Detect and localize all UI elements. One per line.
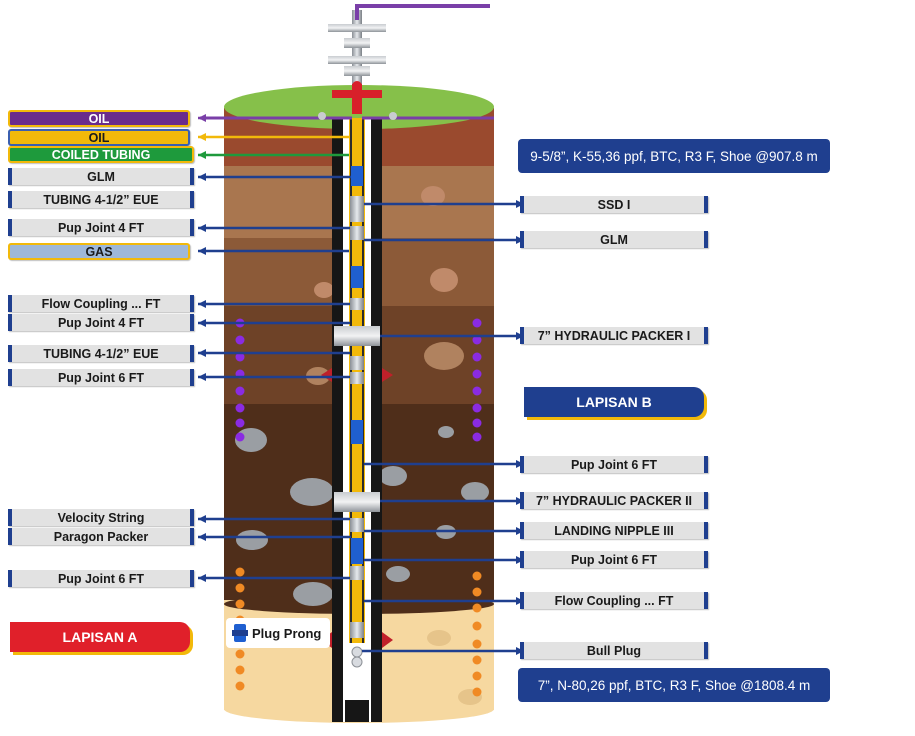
label-bull-plug: Bull Plug xyxy=(520,642,708,659)
flow-coupling xyxy=(350,298,364,310)
wellhead-flange xyxy=(328,56,386,64)
casing-shoe-marker xyxy=(382,632,393,648)
wellhead-valve xyxy=(344,66,370,76)
rock xyxy=(424,342,464,370)
bull-plug xyxy=(351,656,363,668)
spec-upper-casing: 9-5/8”, K-55,36 ppf, BTC, R3 F, Shoe @90… xyxy=(518,139,830,173)
casing-shoe-marker xyxy=(321,368,332,382)
landing-nipple xyxy=(350,518,364,532)
rock xyxy=(386,566,410,582)
label-coiled-tubing: COILED TUBING xyxy=(8,146,194,163)
callout-arrows-right xyxy=(516,200,524,655)
pup-joint xyxy=(350,372,364,384)
zone-lapisan-b: LAPISAN B xyxy=(524,387,704,417)
tubing-string xyxy=(334,118,380,668)
pup-joint xyxy=(350,356,364,370)
label-pup-joint-6ft-left-lower: Pup Joint 6 FT xyxy=(8,570,194,587)
hydraulic-packer-i xyxy=(334,326,380,346)
rock xyxy=(438,426,454,438)
wellhead-stem xyxy=(352,10,362,100)
bull-plug xyxy=(351,646,363,658)
flow-coupling xyxy=(350,622,364,638)
label-landing-nipple: LANDING NIPPLE III xyxy=(520,522,708,539)
label-flow-coupling-left: Flow Coupling ... FT xyxy=(8,295,194,312)
paragon-packer xyxy=(351,538,363,564)
label-flow-coupling-right: Flow Coupling ... FT xyxy=(520,592,708,609)
hydraulic-packer-ii xyxy=(334,492,380,512)
glm-mandrel xyxy=(351,166,363,186)
label-pup-joint-4ft-lower: Pup Joint 4 FT xyxy=(8,314,194,331)
label-glm-left: GLM xyxy=(8,168,194,185)
rock xyxy=(427,630,451,646)
glm-mandrel xyxy=(351,266,363,288)
label-oil-yellow: OIL xyxy=(8,129,190,146)
glm-mandrel xyxy=(351,420,363,444)
spec-lower-casing: 7”, N-80,26 ppf, BTC, R3 F, Shoe @1808.4… xyxy=(518,668,830,702)
label-ssd: SSD I xyxy=(520,196,708,213)
label-velocity-string: Velocity String xyxy=(8,509,194,526)
ssd-sleeve xyxy=(350,196,364,222)
callout-arrows-left xyxy=(198,114,206,582)
rock xyxy=(236,530,268,550)
wellhead-valve xyxy=(344,38,370,48)
rock xyxy=(290,478,334,506)
legend-label: Plug Prong xyxy=(252,625,322,641)
wellhead-flange xyxy=(328,24,386,32)
label-tubing-lower: TUBING 4-1/2” EUE xyxy=(8,345,194,362)
casing-shoe-marker xyxy=(382,368,393,382)
rock xyxy=(293,582,333,606)
rock xyxy=(379,466,407,486)
label-paragon-packer: Paragon Packer xyxy=(8,528,194,545)
callout-lines-right xyxy=(362,202,522,653)
label-gas: GAS xyxy=(8,243,190,260)
callout-lines-left xyxy=(198,116,351,580)
label-pup-joint-4ft-upper: Pup Joint 4 FT xyxy=(8,219,194,236)
rocks xyxy=(235,186,489,705)
flowline-top xyxy=(355,4,490,20)
label-oil-purple: OIL xyxy=(8,110,190,127)
rock xyxy=(430,268,458,292)
plug-prong-icon xyxy=(232,624,248,642)
legend-plug-prong: Plug Prong xyxy=(226,618,330,648)
label-pup-joint-6ft-right-upper: Pup Joint 6 FT xyxy=(520,456,708,473)
label-hydraulic-packer-ii: 7” HYDRAULIC PACKER II xyxy=(520,492,708,509)
zone-lapisan-a: LAPISAN A xyxy=(10,622,190,652)
casing-bottom xyxy=(345,700,369,722)
rock xyxy=(314,282,334,298)
label-glm-right: GLM xyxy=(520,231,708,248)
label-pup-joint-6ft-right-lower: Pup Joint 6 FT xyxy=(520,551,708,568)
label-hydraulic-packer-i: 7” HYDRAULIC PACKER I xyxy=(520,327,708,344)
pup-joint xyxy=(350,566,364,580)
rock xyxy=(461,482,489,502)
label-pup-joint-6ft-left-upper: Pup Joint 6 FT xyxy=(8,369,194,386)
christmas-tree-stem xyxy=(352,84,362,114)
label-tubing-upper: TUBING 4-1/2” EUE xyxy=(8,191,194,208)
rock xyxy=(421,186,445,206)
pup-joint xyxy=(350,226,364,240)
